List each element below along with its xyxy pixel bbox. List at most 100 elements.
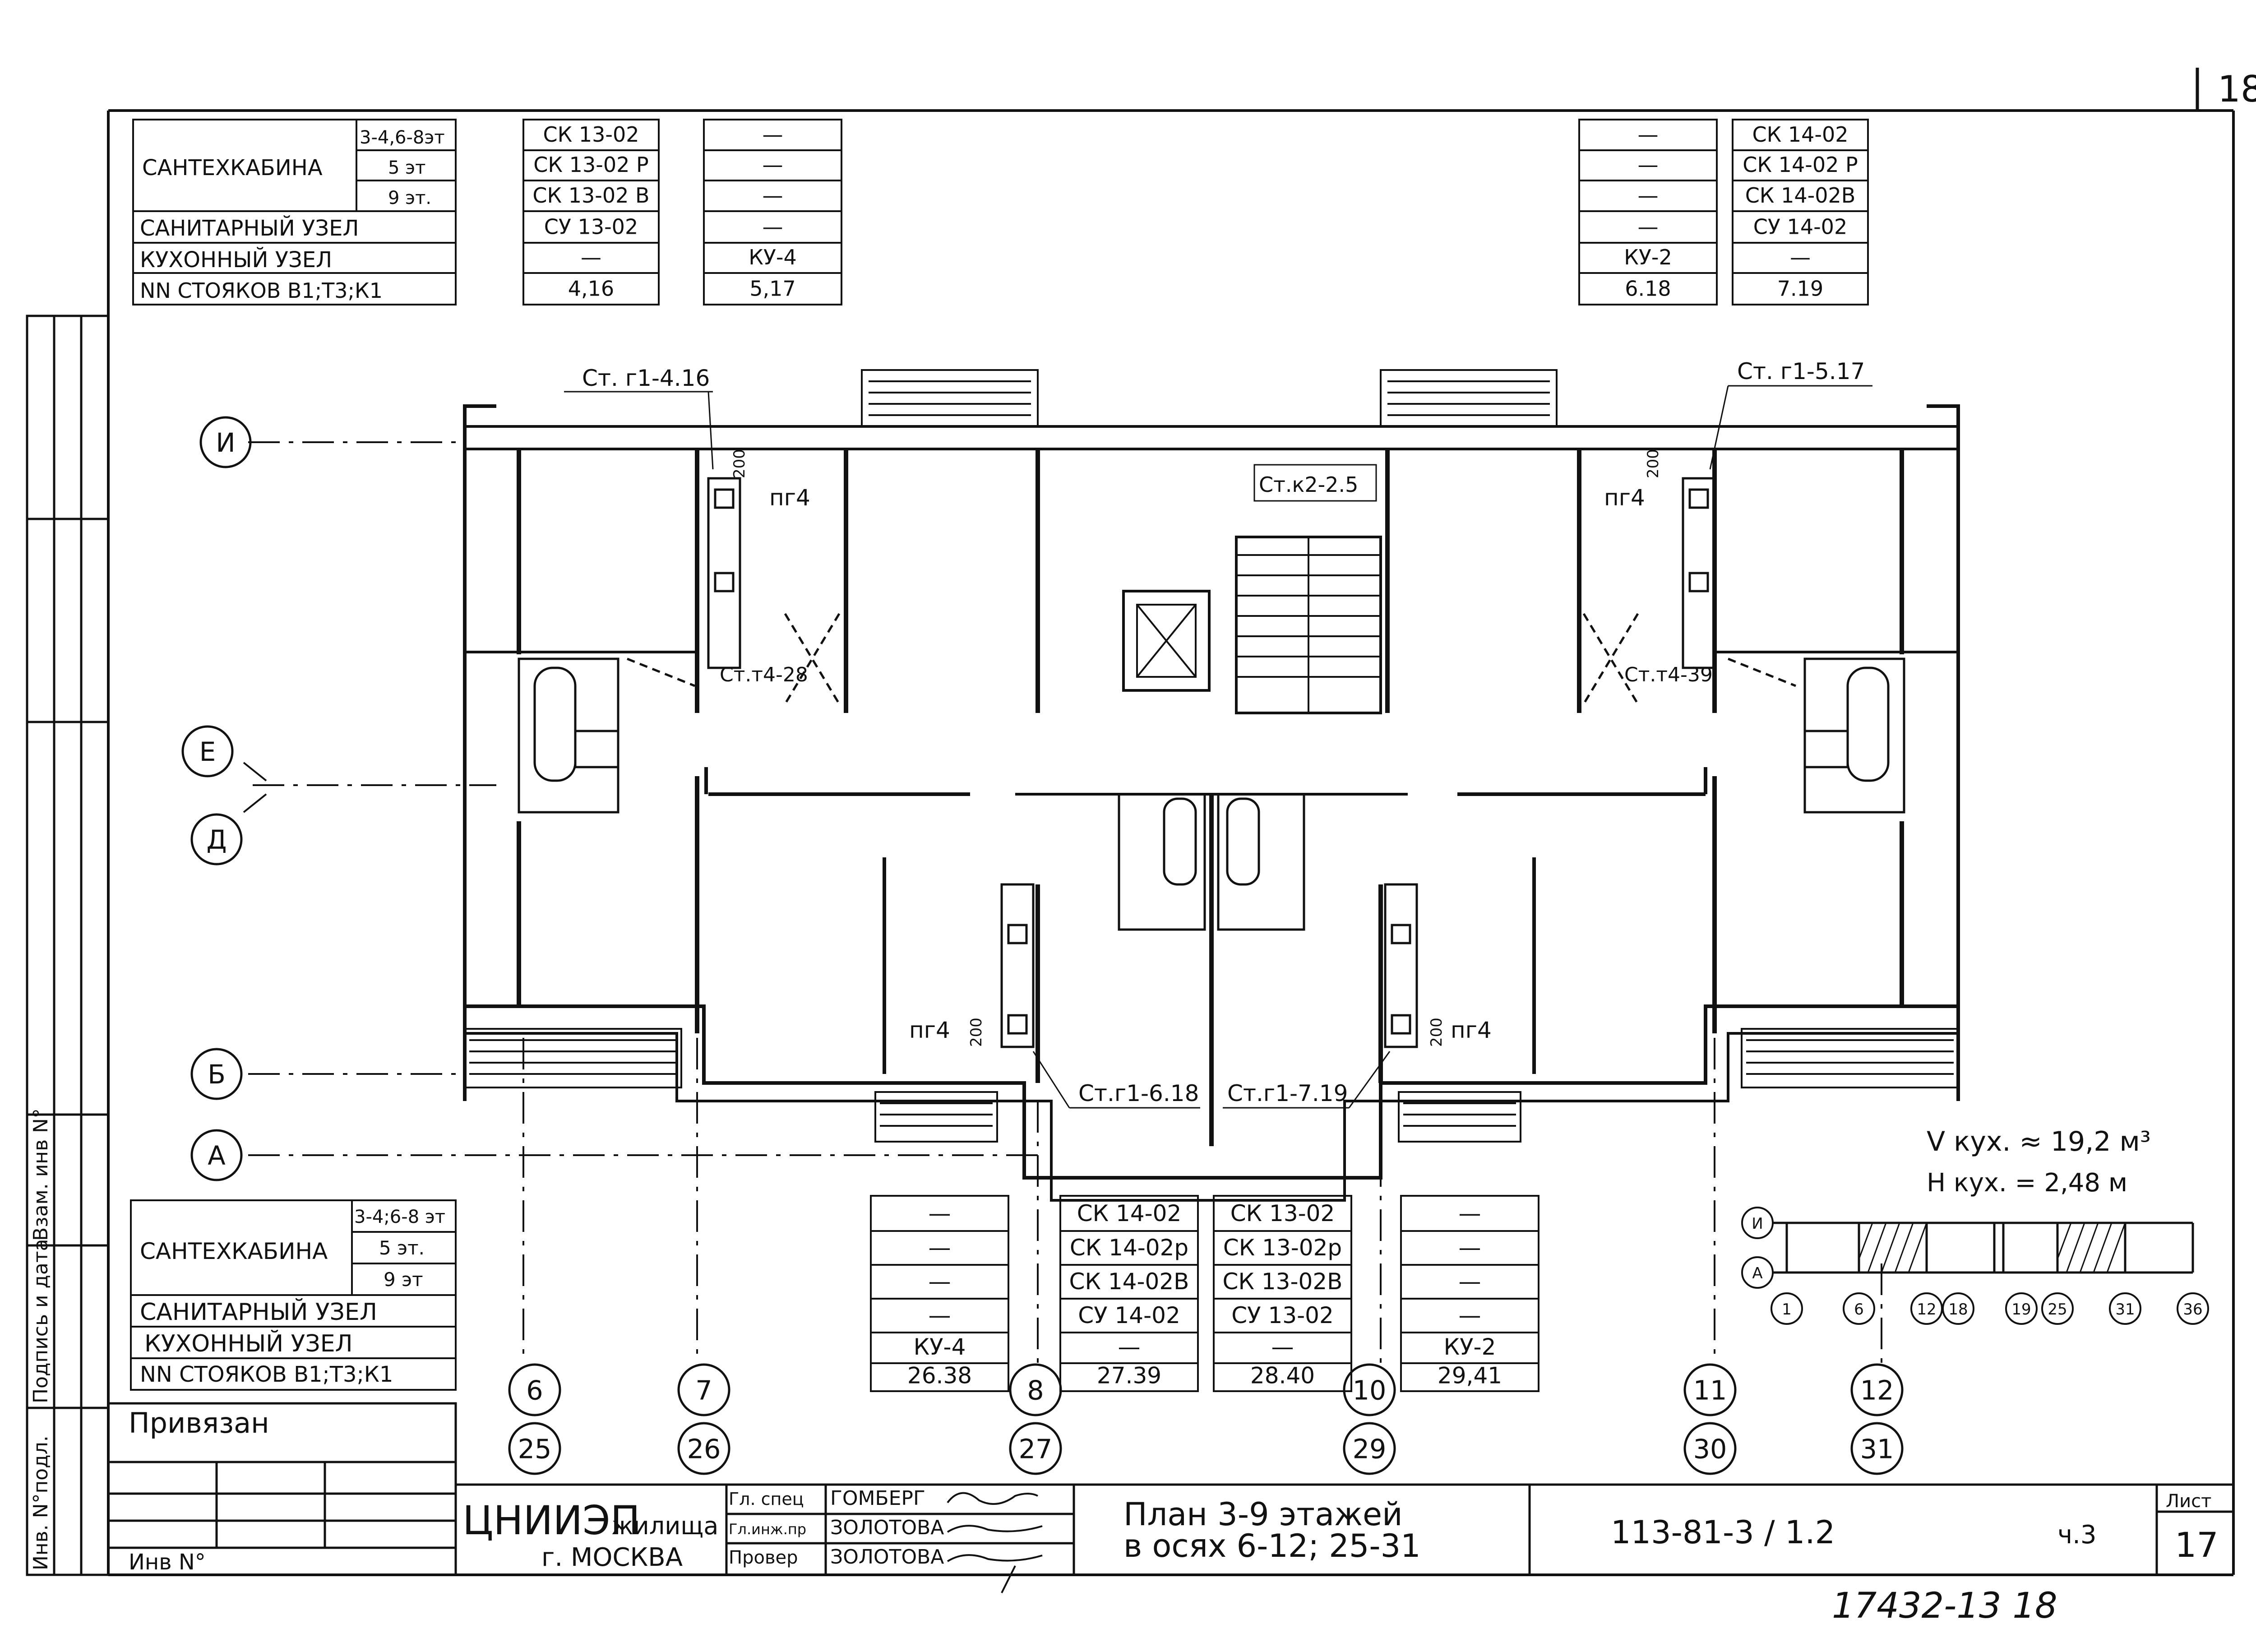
label-pg4-d: пг4 — [1451, 1017, 1492, 1043]
tl-kuhuzel: КУХОННЫЙ УЗЕЛ — [140, 247, 332, 273]
axis-bubble-row-1: И — [216, 427, 235, 458]
tr-col2-cell: 7.19 — [1777, 276, 1823, 301]
bottom-table-3-cell: СК 13-02В — [1223, 1268, 1343, 1295]
tl-stoyaki: NN СТОЯКОВ В1;Т3;К1 — [140, 278, 383, 303]
role-3: Провер — [729, 1547, 798, 1568]
side-stamp — [26, 315, 110, 1576]
tr-col1-cell: — — [1638, 214, 1659, 239]
bottom-table-4-cell: КУ-2 — [1444, 1334, 1496, 1360]
sheet-number: 17 — [2175, 1525, 2219, 1565]
bl-santekhkabina: САНТЕХКАБИНА — [140, 1238, 328, 1264]
axis-bubble-col-bottom-1-circle — [508, 1422, 561, 1475]
axis-bubble-col-bottom-2: 26 — [687, 1433, 721, 1464]
corner-sheet-mark: 18 — [2218, 68, 2256, 110]
plan-annotations: Ст. г1-4.16 Ст. г1-5.17 Ст.к2-2.5 Ст.т4-… — [564, 358, 1872, 1109]
signatures — [947, 1492, 1043, 1593]
bottom-table-4-cell: — — [1459, 1235, 1481, 1261]
key-row-2: А — [1752, 1264, 1762, 1282]
key-row-1: И — [1752, 1215, 1763, 1233]
key-axis-5: 19 — [2011, 1300, 2031, 1319]
axis-bubble-col-top-5-circle — [1683, 1363, 1737, 1416]
bl-floors-c: 9 эт — [384, 1268, 423, 1291]
bl-floors-b: 5 эт. — [379, 1237, 425, 1259]
bottom-table-1-cell: КУ-4 — [914, 1334, 966, 1360]
tl-col2-cell: КУ-4 — [749, 245, 797, 269]
label-st-t4-39: Ст.т4-39 — [1624, 663, 1713, 686]
bl-kuhuzel: КУХОННЫЙ УЗЕЛ — [144, 1330, 353, 1357]
sheet-frame — [107, 68, 2235, 1576]
bottom-table-2-cell: СК 14-02 — [1077, 1200, 1182, 1226]
role-1: Гл. спец — [729, 1489, 804, 1509]
key-row-2-circle — [1741, 1256, 1774, 1289]
bottom-table-4-cell: — — [1459, 1268, 1481, 1295]
archive-number: 17432-13 18 — [1832, 1586, 2057, 1626]
tl-col1-cell: — — [581, 245, 601, 269]
axis-bubble-col-bottom-2-circle — [677, 1422, 730, 1475]
drawing-code: 113-81-3 / 1.2 — [1611, 1514, 1835, 1551]
label-st-k2: Ст.к2-2.5 — [1259, 472, 1358, 497]
tr-col1-cell: 6.18 — [1625, 276, 1671, 301]
axis-bubble-col-top-6: 12 — [1860, 1374, 1894, 1406]
label-st-g1-5-17: Ст. г1-5.17 — [1737, 358, 1865, 384]
axis-bubble-col-bottom-3-circle — [1009, 1422, 1062, 1475]
bl-sanuzel: САНИТАРНЫЙ УЗЕЛ — [140, 1298, 377, 1326]
key-axis-2-circle — [1843, 1292, 1875, 1325]
tr-col2-cell: — — [1790, 245, 1811, 269]
tl-col2-cell: 5,17 — [749, 276, 795, 301]
axis-bubble-col-top-4: 10 — [1353, 1374, 1387, 1406]
tr-col1-cell: КУ-2 — [1624, 245, 1672, 269]
title-block — [107, 1402, 2233, 1576]
axis-bubble-col-top-1: 6 — [526, 1374, 543, 1406]
key-axis-8-circle — [2177, 1292, 2209, 1325]
tl-col2-cell: — — [763, 214, 783, 239]
tl-col2-cell: — — [763, 153, 783, 177]
key-axis-5-circle — [2005, 1292, 2038, 1325]
axis-bubble-row-2-circle — [181, 725, 234, 777]
tl-sanuzel: САНИТАРНЫЙ УЗЕЛ — [140, 215, 359, 241]
label-st-g1-4-16: Ст. г1-4.16 — [582, 365, 710, 391]
tl-floors-b: 5 эт — [388, 157, 425, 178]
key-axis-4-circle — [1942, 1292, 1974, 1325]
org-name-2: жилища — [611, 1512, 718, 1540]
axis-bubble-row-2: Е — [199, 736, 216, 767]
bottom-table-1-cell: — — [929, 1235, 951, 1261]
bottom-table-2-cell: СУ 14-02 — [1078, 1302, 1180, 1328]
side-stamp-vzam-inv: Взам. инв N° — [29, 1108, 52, 1241]
axis-bubble-row-3: Д — [206, 824, 227, 855]
key-axis-2: 6 — [1854, 1300, 1864, 1319]
axis-bubble-col-bottom-4-circle — [1343, 1422, 1396, 1475]
top-left-table: САНТЕХКАБИНА 3-4,6-8эт 5 эт 9 эт. САНИТА… — [132, 119, 457, 305]
volume-note-v: V кух. ≈ 19,2 м³ — [1927, 1126, 2151, 1157]
label-pg4-a: пг4 — [769, 485, 810, 511]
key-axis-4: 18 — [1948, 1300, 1968, 1319]
key-axis-6-circle — [2041, 1292, 2074, 1325]
drawing-title-1: План 3-9 этажей — [1123, 1496, 1403, 1533]
tr-col2-cell: СУ 14-02 — [1753, 214, 1847, 239]
bottom-table-1-cell: — — [929, 1302, 951, 1328]
bottom-table-4-cell: — — [1459, 1200, 1481, 1226]
tr-col1-cell: — — [1638, 122, 1659, 147]
bottom-table-2-frame — [1059, 1195, 1199, 1392]
bottom-table-2-cell: 27.39 — [1097, 1363, 1161, 1389]
bottom-table-2-cell: — — [1118, 1334, 1141, 1360]
tl-col1-cell: 4,16 — [568, 276, 614, 301]
inv-n-label: Инв N° — [129, 1550, 206, 1575]
axis-bubble-col-bottom-6: 31 — [1860, 1433, 1894, 1464]
dim-200-c: 200 — [967, 1018, 985, 1047]
axis-leaders — [243, 762, 267, 813]
sheet-label: Лист — [2166, 1491, 2211, 1512]
key-axis-7: 31 — [2115, 1300, 2135, 1319]
tr-col1-cell: — — [1638, 183, 1659, 208]
bottom-table-3-cell: СУ 13-02 — [1231, 1302, 1334, 1328]
axis-bubble-row-5: А — [208, 1140, 226, 1171]
axis-bubble-col-top-6-circle — [1850, 1363, 1904, 1416]
axis-bubble-col-bottom-4: 29 — [1353, 1433, 1387, 1464]
axis-bubble-row-4-circle — [190, 1048, 243, 1100]
dim-200-a: 200 — [730, 449, 749, 478]
axis-bubble-col-top-3: 8 — [1027, 1374, 1044, 1406]
bottom-table-1-cell: — — [929, 1268, 951, 1295]
axis-bubble-col-top-2: 7 — [695, 1374, 712, 1406]
